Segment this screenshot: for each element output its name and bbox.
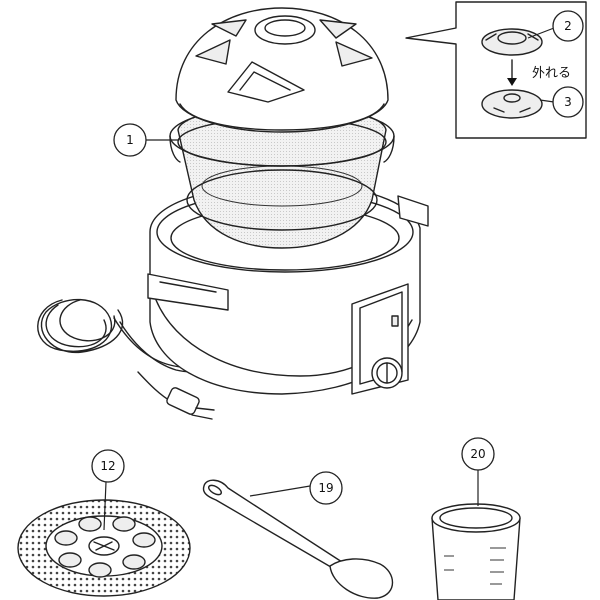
callout-2: 2 bbox=[527, 10, 584, 42]
callout-1: 1 bbox=[113, 123, 178, 157]
callout-3: 3 bbox=[539, 86, 584, 118]
callout-number: 1 bbox=[126, 133, 134, 147]
inset-note-detach: 外れる bbox=[532, 66, 571, 81]
callout-number: 3 bbox=[564, 95, 572, 109]
callout-20: 20 bbox=[461, 437, 495, 506]
callout-12: 12 bbox=[91, 449, 125, 531]
cooker-base bbox=[147, 183, 429, 395]
callout-number: 2 bbox=[564, 19, 572, 33]
callout-number: 12 bbox=[100, 459, 115, 473]
inset-detail-box: 外れる bbox=[405, 1, 587, 139]
callout-number: 19 bbox=[318, 481, 333, 495]
callout-number: 20 bbox=[470, 447, 485, 461]
inner-bowl bbox=[177, 103, 387, 249]
dome-lid bbox=[175, 7, 389, 133]
callout-19: 19 bbox=[249, 471, 343, 505]
power-cord bbox=[37, 298, 235, 420]
egg-tray bbox=[17, 499, 191, 597]
ladle bbox=[202, 479, 394, 599]
measuring-cup bbox=[431, 503, 521, 600]
